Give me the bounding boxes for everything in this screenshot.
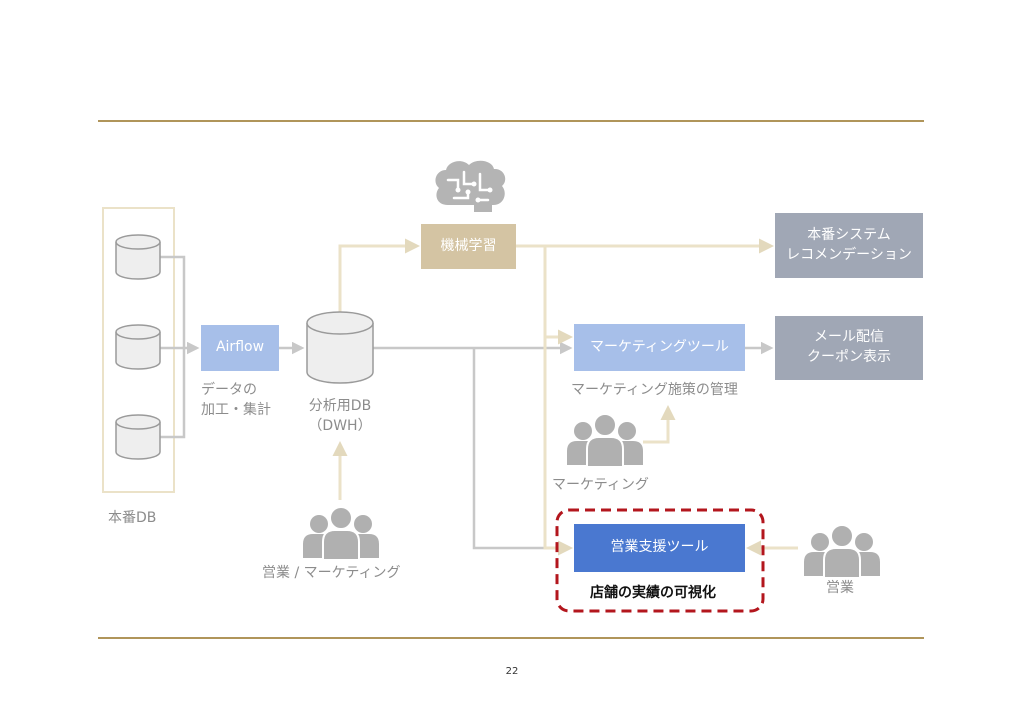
- marketing-users-icon: [566, 413, 644, 468]
- prod-db-cylinder-2: [115, 324, 161, 370]
- prod-recommend-box: 本番システム レコメンデーション: [775, 213, 923, 278]
- page-number: 22: [505, 666, 519, 677]
- prod-db-cylinder-1: [115, 234, 161, 280]
- airflow-box: Airflow: [201, 325, 279, 371]
- tan-connectors: [332, 238, 798, 556]
- marketing-measures-label: マーケティング施策の管理: [571, 382, 738, 398]
- sales-label: 営業: [826, 580, 854, 596]
- top-rule: [98, 120, 924, 122]
- sales-marketing-label: 営業 / マーケティング: [262, 565, 401, 581]
- marketing-tool-box: マーケティングツール: [574, 324, 745, 371]
- store-performance-label: 店舗の実績の可視化: [590, 585, 716, 601]
- marketing-label: マーケティング: [552, 477, 649, 493]
- highlight-frame: [555, 508, 765, 613]
- mail-coupon-box: メール配信 クーポン表示: [775, 316, 923, 380]
- analysis-db-cylinder: [306, 311, 374, 384]
- sales-tool-box: 営業支援ツール: [574, 524, 745, 572]
- analysis-db-label: 分析用DB （DWH）: [308, 398, 372, 435]
- ml-box: 機械学習: [421, 224, 516, 269]
- gray-connectors: [160, 255, 774, 555]
- brain-icon: [435, 160, 506, 212]
- sales-marketing-users-icon: [302, 506, 380, 561]
- bottom-rule: [98, 637, 924, 639]
- prod-db-cylinder-3: [115, 414, 161, 460]
- prod-db-frame: [102, 207, 175, 493]
- sales-users-icon: [803, 524, 881, 579]
- prod-db-label: 本番DB: [108, 510, 157, 526]
- etl-label: データの 加工・集計: [201, 382, 271, 419]
